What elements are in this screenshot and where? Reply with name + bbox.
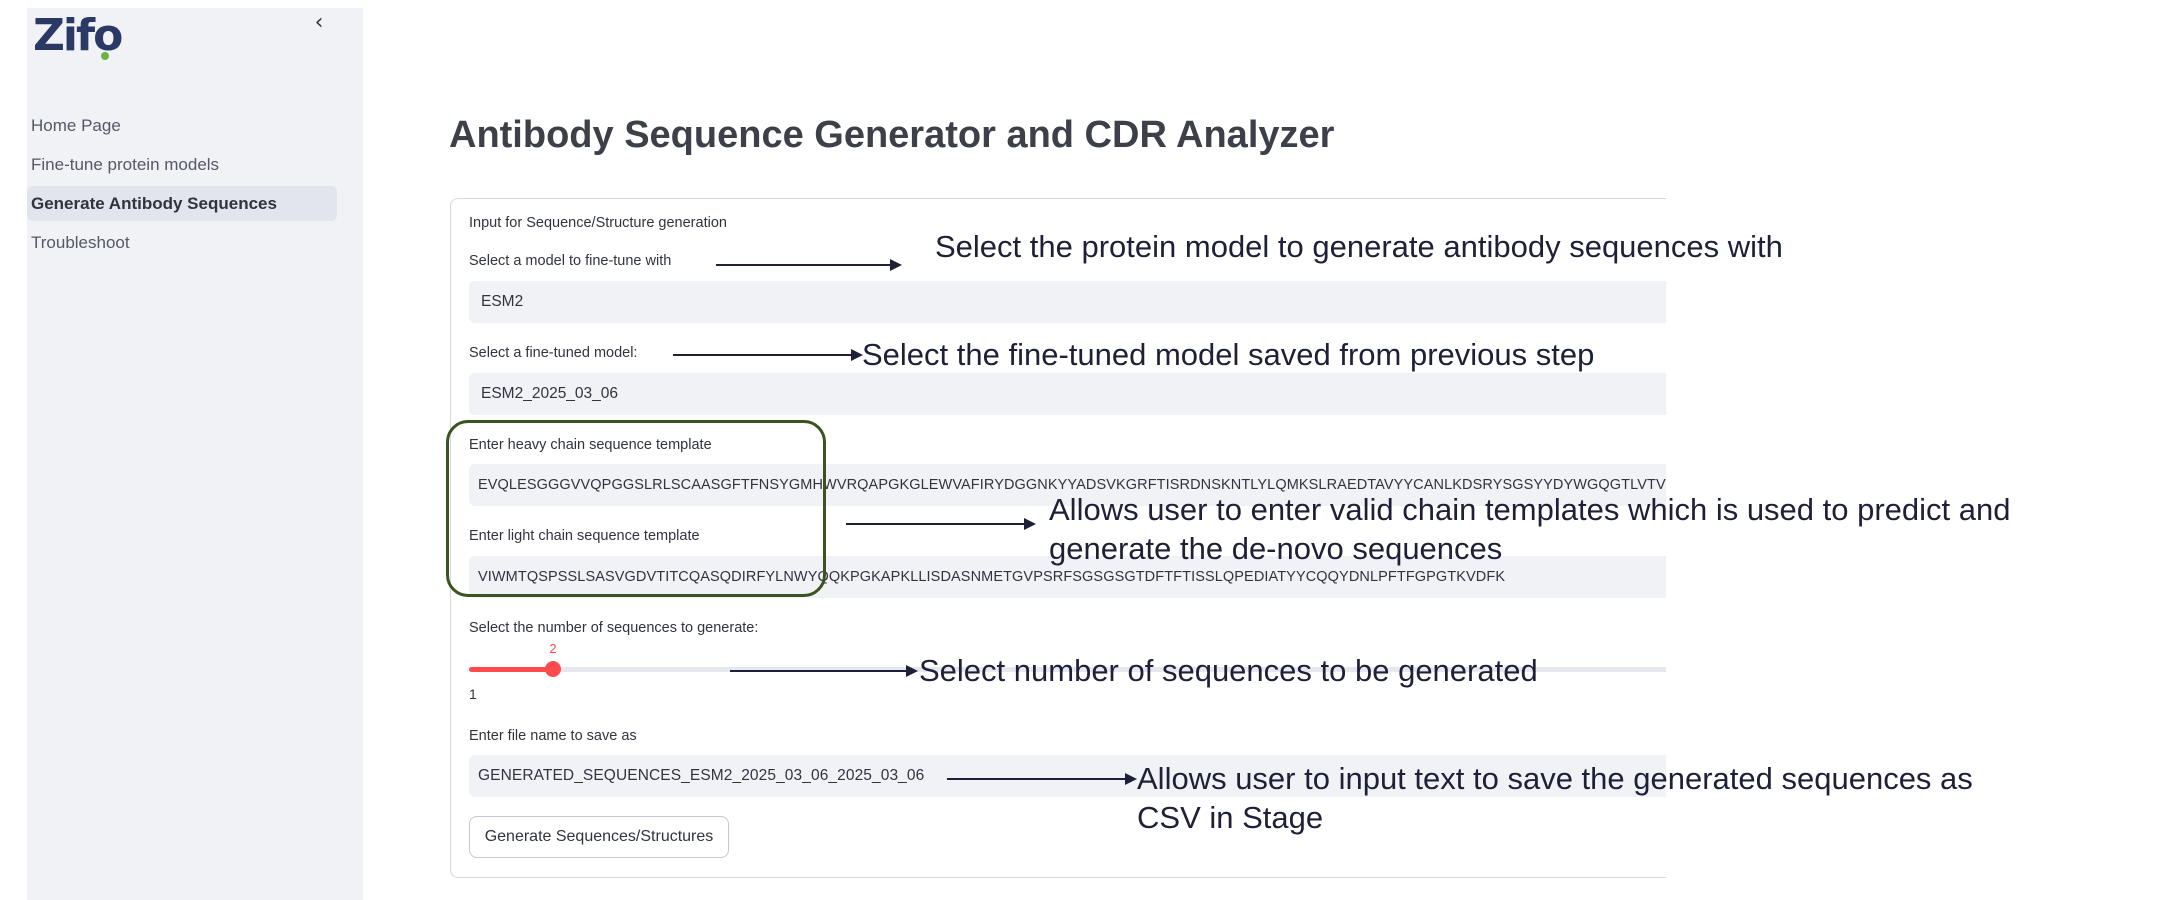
filename-label: Enter file name to save as <box>469 728 637 744</box>
templates-highlight-box <box>446 420 826 597</box>
annotation-filename-line1: Allows user to input text to save the ge… <box>1137 761 1973 796</box>
model-select-label: Select a model to fine-tune with <box>469 253 672 269</box>
sidebar-item-troubleshoot[interactable]: Troubleshoot <box>31 233 130 252</box>
sidebar-item-generate-antibody[interactable]: Generate Antibody Sequences <box>27 186 337 221</box>
filename-arrow-icon <box>947 773 1137 785</box>
filename-input[interactable]: GENERATED_SEQUENCES_ESM2_2025_03_06_2025… <box>469 755 1699 797</box>
heavy-chain-label: Enter heavy chain sequence template <box>469 437 712 453</box>
num-sequences-label: Select the number of sequences to genera… <box>469 620 759 636</box>
templates-arrow-icon <box>846 518 1036 530</box>
model-arrow-icon <box>716 259 902 271</box>
num-sequences-slider-value: 2 <box>549 641 557 656</box>
annotation-finetuned: Select the fine-tuned model saved from p… <box>862 337 1595 372</box>
finetuned-select-label: Select a fine-tuned model: <box>469 345 638 361</box>
light-chain-input[interactable]: VIWMTQSPSSLSASVGDVTITCQASQDIRFYLNWYQQKPG… <box>469 556 1699 598</box>
zifo-logo: Zifo <box>33 10 123 61</box>
generate-sequences-button[interactable]: Generate Sequences/Structures <box>469 816 729 858</box>
annotation-model: Select the protein model to generate ant… <box>935 229 1783 264</box>
num-sequences-slider-thumb[interactable] <box>545 661 561 677</box>
sidebar-item-fine-tune[interactable]: Fine-tune protein models <box>31 155 220 174</box>
form-section-label: Input for Sequence/Structure generation <box>469 215 727 231</box>
collapse-sidebar-icon[interactable]: ‹ <box>314 10 324 35</box>
num-sequences-slider-min: 1 <box>469 686 477 702</box>
logo-dot-icon <box>101 52 109 60</box>
page-title: Antibody Sequence Generator and CDR Anal… <box>449 114 1335 156</box>
annotation-filename-line2: CSV in Stage <box>1137 800 1324 835</box>
sidebar-item-home-page[interactable]: Home Page <box>31 116 121 135</box>
generation-form <box>450 198 1751 878</box>
model-select[interactable]: ESM2 <box>469 281 1699 323</box>
light-chain-label: Enter light chain sequence template <box>469 528 700 544</box>
num-arrow-icon <box>730 665 918 677</box>
num-sequences-slider-fill <box>469 667 553 672</box>
sidebar-nav: Home Page Fine-tune protein models Gener… <box>27 108 337 264</box>
annotation-templates-line2: generate the de-novo sequences <box>1049 531 1503 566</box>
annotation-num: Select number of sequences to be generat… <box>919 653 1538 688</box>
content-clip <box>1666 190 1786 890</box>
sidebar: Zifo ‹ Home Page Fine-tune protein model… <box>27 8 363 900</box>
finetuned-arrow-icon <box>673 349 863 361</box>
annotation-templates-line1: Allows user to enter valid chain templat… <box>1049 492 2011 527</box>
num-sequences-slider-track[interactable] <box>469 667 1669 672</box>
finetuned-select[interactable]: ESM2_2025_03_06 <box>469 373 1699 415</box>
heavy-chain-input[interactable]: EVQLESGGGVVQPGGSLRLSCAASGFTFNSYGMHWVRQAP… <box>469 464 1699 506</box>
